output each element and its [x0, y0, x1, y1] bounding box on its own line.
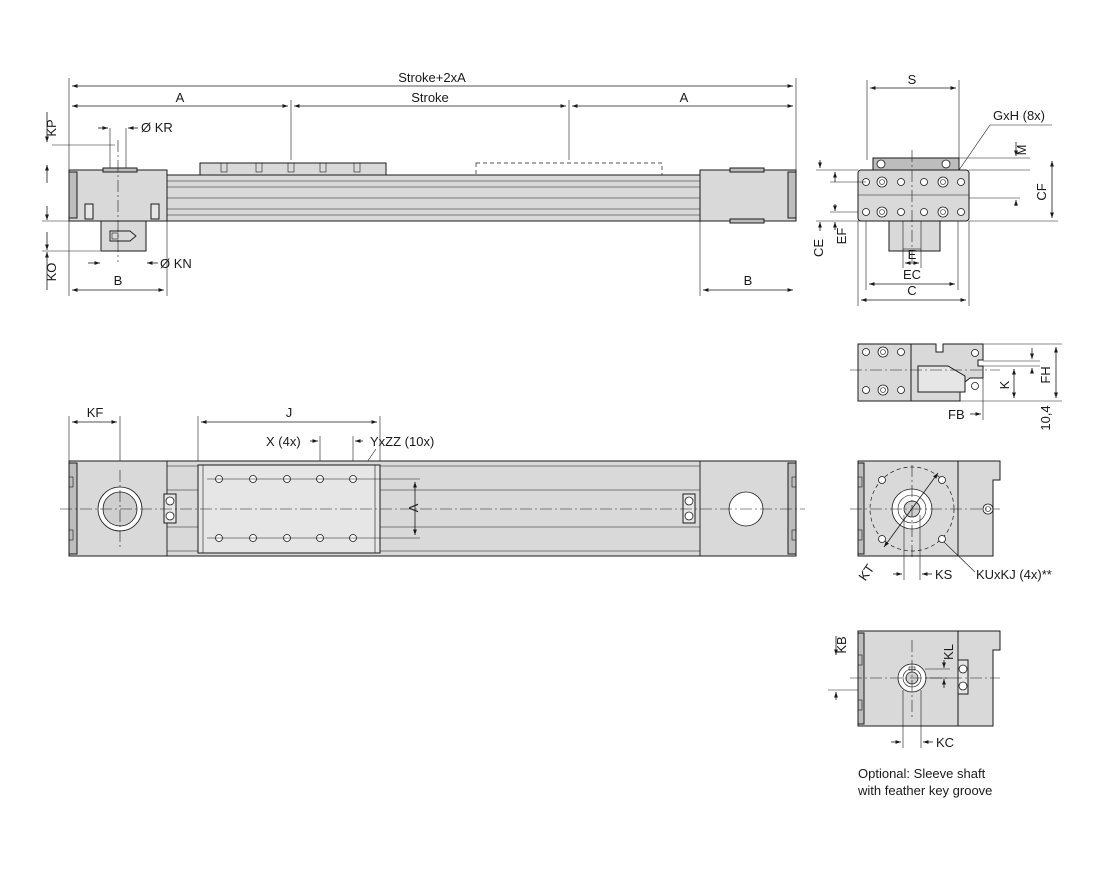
dim-label-fb: FB — [948, 407, 965, 422]
dim-label-kuxkj: KUxKJ (4x)** — [976, 567, 1052, 582]
dim-label-kf: KF — [87, 405, 104, 420]
note-line-2: with feather key groove — [857, 783, 992, 798]
side-view: S GxH (8x) — [811, 72, 1058, 306]
right-end-block — [699, 169, 797, 222]
dim-label-kn: Ø KN — [160, 256, 192, 271]
dim-label-cf: CF — [1034, 183, 1049, 200]
dim-label-c: C — [907, 283, 916, 298]
dim-label-ce: CE — [811, 239, 826, 257]
dim-label-a-right: A — [680, 90, 689, 105]
dim-label-kr: Ø KR — [141, 120, 173, 135]
dim-label-kl: KL — [941, 644, 956, 660]
dim-label-fh: FH — [1038, 366, 1053, 383]
top-view-body — [68, 460, 797, 557]
dim-label-ko: KO — [44, 263, 59, 282]
section-view: K FH 10,4 FB — [850, 343, 1062, 431]
dim-label-kc: KC — [936, 735, 954, 750]
dim-label-s: S — [908, 72, 917, 87]
dim-label-k: K — [997, 380, 1012, 389]
dim-label-ks: KS — [935, 567, 953, 582]
carriage-right-phantom — [475, 162, 663, 176]
dim-label-10-4: 10,4 — [1038, 405, 1053, 430]
end-view-flange: KT KS KUxKJ (4x)** — [850, 460, 1052, 584]
drive-shaft-housing — [100, 220, 147, 252]
dim-label-e: E — [908, 247, 917, 262]
dim-label-v: V — [406, 504, 421, 513]
dim-label-j: J — [286, 405, 293, 420]
dim-label-kb: KB — [834, 636, 849, 653]
dim-label-stroke: Stroke — [411, 90, 449, 105]
dim-label-ec: EC — [903, 267, 921, 282]
mounting-holes — [862, 176, 965, 218]
carriage-left — [199, 162, 387, 176]
dim-label-m: M — [1014, 145, 1029, 156]
dim-label-yxzz: YxZZ (10x) — [370, 434, 434, 449]
front-view: Stroke+2xA A Stroke A — [42, 70, 797, 296]
dim-label-stroke-2xa: Stroke+2xA — [398, 70, 466, 85]
side-block — [857, 169, 970, 222]
dim-label-kp: KP — [44, 119, 59, 136]
top-view: KF J X (4x) YxZZ (10x) — [60, 405, 805, 557]
dim-label-kt: KT — [855, 561, 877, 583]
dim-label-ef: EF — [834, 228, 849, 245]
dim-label-a-left: A — [176, 90, 185, 105]
dim-label-x: X (4x) — [266, 434, 301, 449]
dim-label-gxh: GxH (8x) — [993, 108, 1045, 123]
note-line-1: Optional: Sleeve shaft — [858, 766, 986, 781]
dim-label-b-left: B — [114, 273, 123, 288]
sleeve-shaft-view: KB KL KC Optional: Sleeve shaft with fea… — [828, 630, 1001, 798]
dim-label-b-right: B — [744, 273, 753, 288]
